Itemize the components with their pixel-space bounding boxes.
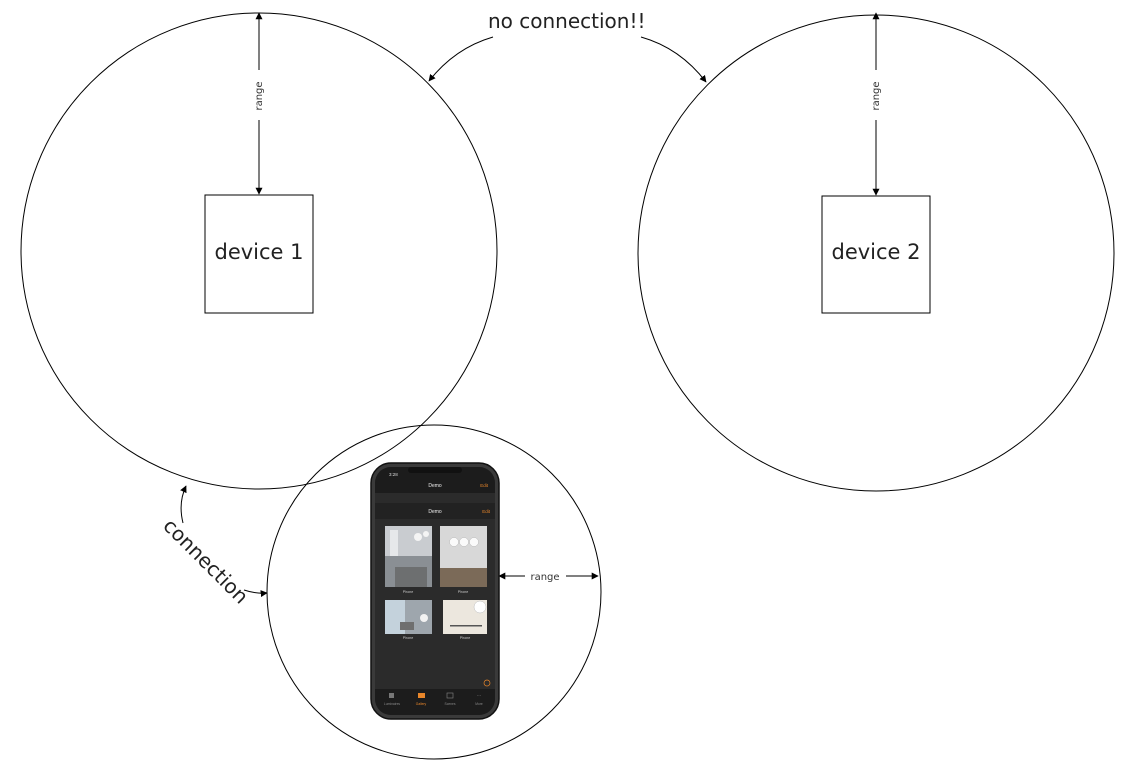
connection-arrow-right [243, 589, 268, 598]
no-connection-label: no connection!! [488, 9, 646, 33]
more-icon: ··· [477, 693, 482, 699]
tile-1-caption: Phone [403, 590, 413, 594]
inner-edit-button[interactable]: Edit [482, 509, 491, 514]
tile-4-caption: Phone [460, 636, 470, 640]
inner-title: Demo [428, 509, 442, 515]
device-1-box: device 1 [204, 194, 314, 314]
status-time: 3:28 [389, 472, 398, 477]
no-connection-arrow-right [640, 36, 707, 83]
nav-edit-button[interactable]: Edit [480, 483, 489, 488]
connection-arrow-up [180, 485, 187, 524]
luminaire-icon [389, 693, 394, 698]
no-connection-arrow-left [428, 36, 494, 82]
scenes-icon [446, 692, 454, 699]
gallery-tile-2[interactable]: Phone [440, 526, 487, 594]
device-1-label: device 1 [214, 240, 303, 264]
device-1-range-label: range [254, 81, 265, 110]
phone-notch [408, 467, 462, 473]
gallery-tile-1[interactable]: Phone [385, 526, 432, 594]
phone: 3:28 Demo Edit Demo Edit Phone [370, 462, 500, 720]
gallery-tile-3[interactable]: Phone [385, 600, 432, 640]
nav-title: Demo [428, 483, 442, 489]
phone-range-label: range [530, 572, 559, 583]
device-2-box: device 2 [821, 195, 931, 314]
gallery-icon [418, 693, 425, 698]
tab-gallery[interactable]: Gallery [416, 693, 427, 706]
device-2-range-arrow: range [871, 12, 882, 196]
tab-luminaires-label: Luminaires [384, 702, 400, 706]
device-2-label: device 2 [831, 240, 920, 264]
tile-2-caption: Phone [458, 590, 468, 594]
phone-range-arrow: range [498, 572, 599, 583]
tab-more-label: More [475, 702, 483, 706]
device-2-range-label: range [871, 81, 882, 110]
tab-gallery-label: Gallery [416, 702, 427, 706]
tab-bar [375, 689, 495, 715]
help-icon[interactable] [483, 679, 491, 687]
gallery-tile-4[interactable]: Phone [443, 600, 487, 640]
tab-luminaires[interactable]: Luminaires [384, 693, 400, 706]
tab-more[interactable]: ··· More [475, 693, 483, 706]
connection-label: connection [158, 514, 253, 609]
tile-3-caption: Phone [403, 636, 413, 640]
device-1-range-arrow: range [254, 12, 265, 195]
tab-scenes[interactable]: Scenes [445, 692, 456, 706]
tab-scenes-label: Scenes [445, 702, 456, 706]
